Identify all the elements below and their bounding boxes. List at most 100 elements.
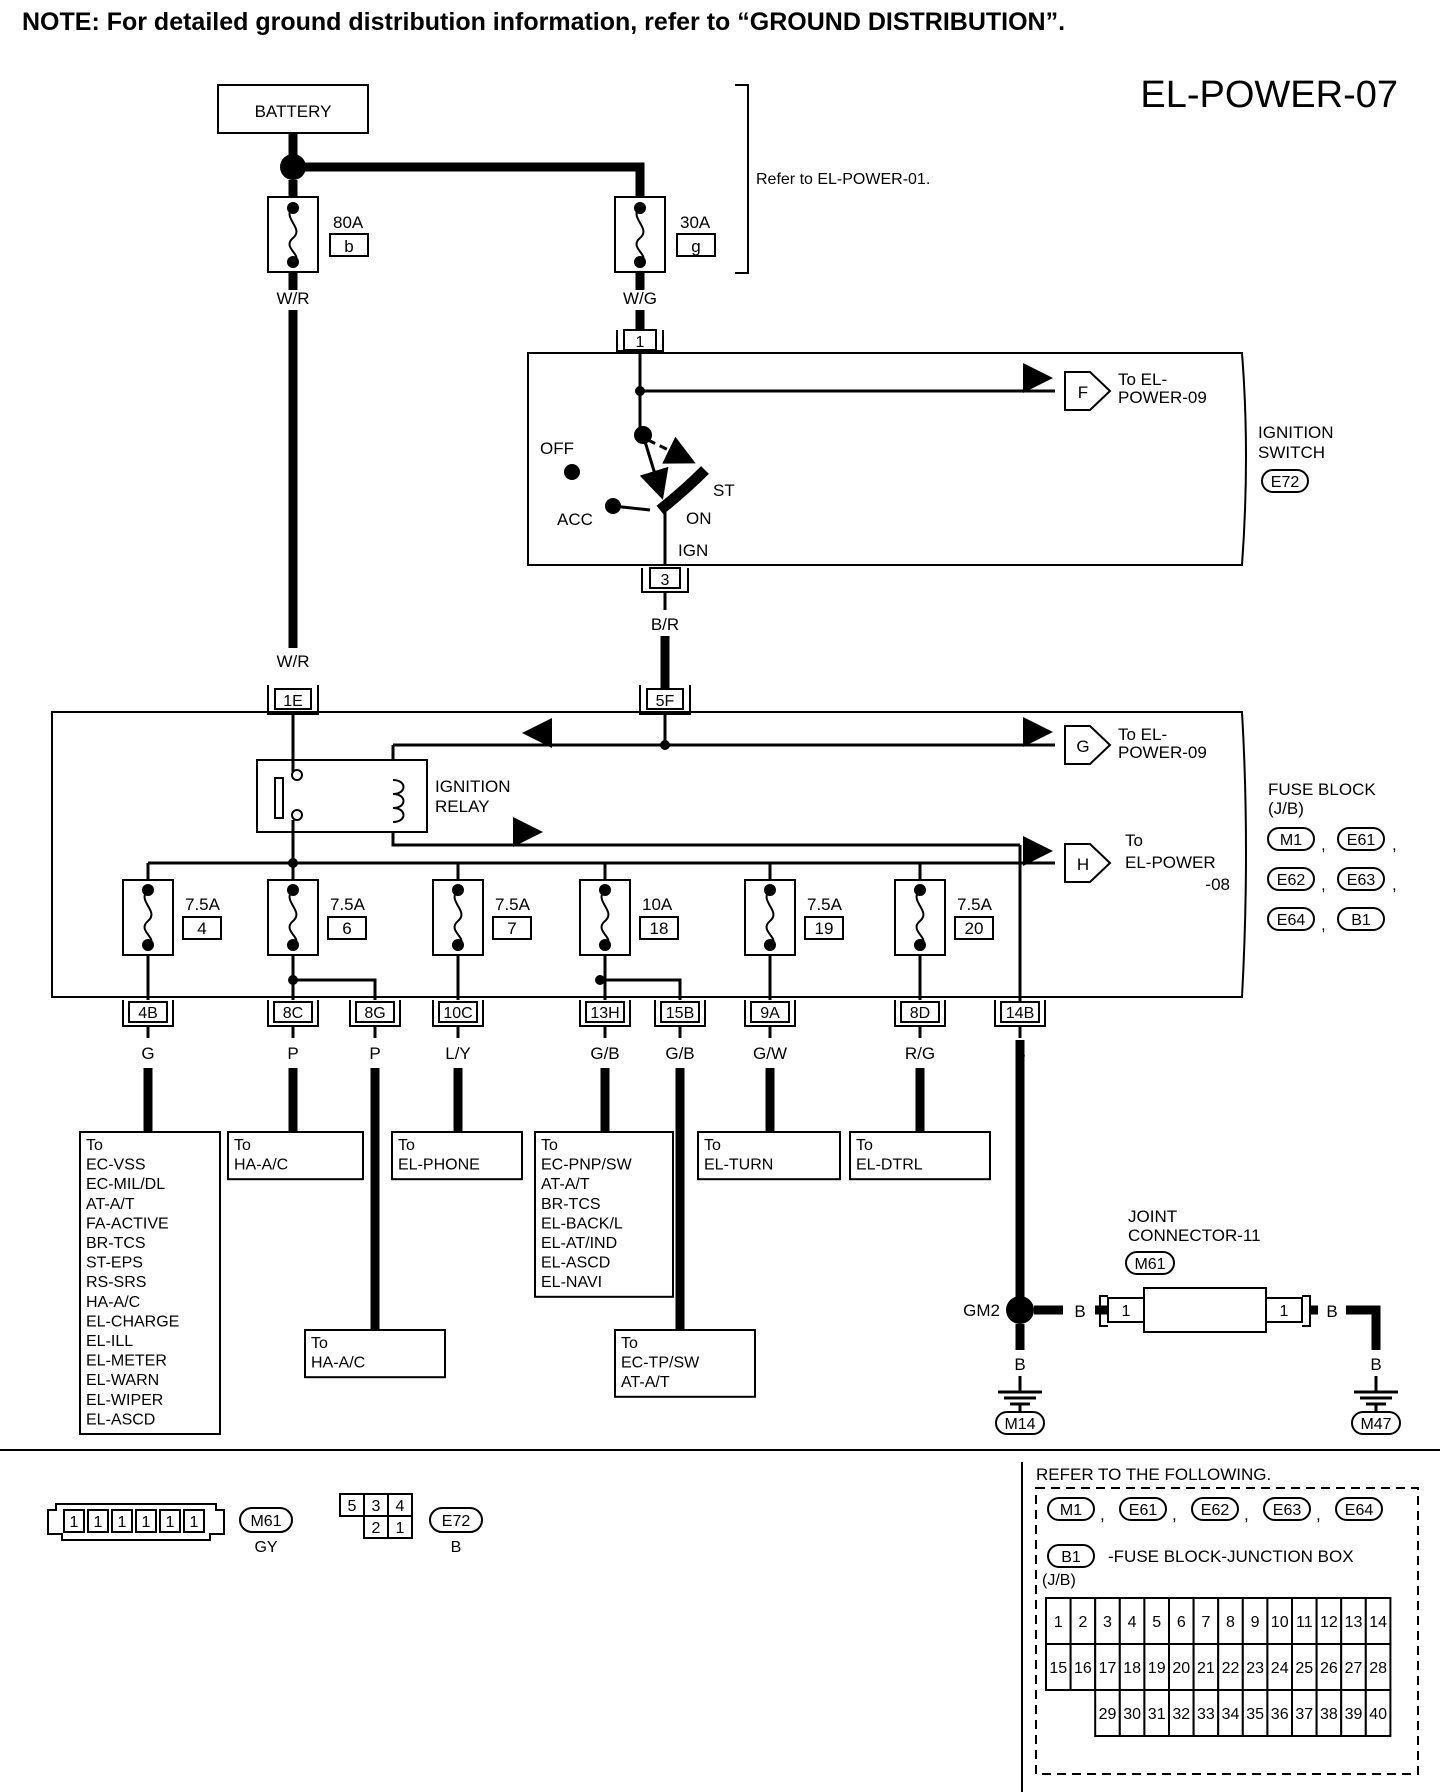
wire-label-9A: G/W [753, 1044, 787, 1063]
fb-conn-e62: E62 [1277, 872, 1306, 889]
jb-pin: 6 [1177, 1614, 1186, 1631]
jb-pin: 20 [1172, 1660, 1190, 1677]
e72-pin: 1 [396, 1520, 405, 1537]
jb-pin: 21 [1197, 1660, 1215, 1677]
jb-pin: 31 [1148, 1706, 1166, 1723]
ign-terminal-1 [623, 329, 657, 351]
jb-pin: 3 [1103, 1614, 1112, 1631]
fuse-4-amps: 7.5A [185, 895, 221, 914]
dest-box-8d [849, 1131, 991, 1181]
svg-text:POWER-09: POWER-09 [1118, 743, 1207, 762]
svg-text:,: , [1100, 1505, 1105, 1524]
fuse-7-amps: 7.5A [495, 895, 531, 914]
fuse-30a-amps: 30A [680, 213, 711, 232]
e72-pin: 2 [372, 1520, 381, 1537]
wire-label-w-g: W/G [623, 289, 657, 308]
jb-pin: 36 [1271, 1706, 1289, 1723]
fb-conn-m1: M1 [1280, 832, 1302, 849]
dest-15b-line: To [621, 1335, 638, 1352]
terminal-8C-label: 8C [283, 1005, 303, 1022]
dest-box-13h [534, 1131, 674, 1298]
svg-text:,: , [1321, 915, 1326, 934]
ground-m47 [1351, 1411, 1401, 1435]
svg-text:,: , [1392, 875, 1397, 894]
ground-wire-b-2: B [1326, 1302, 1337, 1321]
wire-label-10C: L/Y [445, 1044, 471, 1063]
joint-pin-right: 1 [1280, 1303, 1289, 1320]
fb-conn-e63: E63 [1347, 872, 1376, 889]
gm2-label: GM2 [963, 1301, 1000, 1320]
refer-conn-e61: E61 [1129, 1502, 1158, 1519]
fuse-80a-amps: 80A [333, 213, 364, 232]
fuse-block-label-2: (J/B) [1268, 799, 1304, 818]
wire-label-8C: P [287, 1044, 298, 1063]
dest-4b-line: EL-ILL [86, 1333, 133, 1350]
dest-9a-line: EL-TURN [704, 1157, 773, 1174]
svg-text:,: , [1321, 835, 1326, 854]
jb-pin: 23 [1246, 1660, 1264, 1677]
dest-box-9a [697, 1131, 841, 1181]
dest-13h-line: EL-BACK/L [541, 1215, 623, 1232]
svg-text:F: F [1078, 383, 1088, 402]
svg-text:G: G [1076, 737, 1089, 756]
jb-pin: 18 [1123, 1660, 1141, 1677]
switch-pos-acc: ACC [557, 510, 593, 529]
wire-label-15B: G/B [665, 1044, 694, 1063]
joint-pin-left: 1 [1122, 1303, 1131, 1320]
switch-st-contact [656, 466, 709, 515]
fuse-7-number: 7 [507, 919, 516, 938]
jb-pin: 24 [1271, 1660, 1289, 1677]
fuse-19-number: 19 [815, 919, 834, 938]
joint-connector-label-2: CONNECTOR-11 [1128, 1226, 1261, 1245]
m61-pin: 1 [166, 1514, 175, 1531]
connector-arrow-f [1064, 371, 1112, 411]
terminal-10C-label: 10C [443, 1005, 472, 1022]
dest-13h-line: To [541, 1137, 558, 1154]
dest-8g-line: To [311, 1335, 328, 1352]
ground-m14 [995, 1411, 1045, 1435]
e72-pin: 4 [396, 1498, 405, 1515]
wire-label-w-r-top: W/R [276, 289, 309, 308]
output-terminals: 4BG8CP8GP10CL/Y13HG/B15BG/B9AG/W8DR/G14B… [122, 1000, 1046, 1330]
joint-connector-label-1: JOINT [1128, 1207, 1177, 1226]
jb-pin: 9 [1251, 1614, 1260, 1631]
fuse-18-amps: 10A [642, 895, 673, 914]
m61-pin: 1 [190, 1514, 199, 1531]
refer-box-title: REFER TO THE FOLLOWING. [1036, 1465, 1271, 1484]
jb-pin: 12 [1320, 1614, 1338, 1631]
battery-label: BATTERY [255, 102, 332, 121]
dest-8c-line: To [234, 1137, 251, 1154]
dest-9a-line: To [704, 1137, 721, 1154]
wire-label-8G: P [369, 1044, 380, 1063]
dest-4b-line: EL-METER [86, 1353, 167, 1370]
relay-coil [392, 779, 405, 823]
terminal-13H [585, 1001, 625, 1023]
ground-distribution-note: NOTE: For detailed ground distribution i… [22, 8, 1065, 36]
jb-pin: 16 [1074, 1660, 1092, 1677]
terminal-9A-label: 9A [760, 1005, 780, 1022]
switch-ign-label: IGN [678, 541, 708, 560]
jb-pin: 37 [1295, 1706, 1313, 1723]
dest-4b-line: FA-ACTIVE [86, 1215, 169, 1232]
ground-wire-b-1: B [1074, 1302, 1085, 1321]
fuse-6-number: 6 [342, 919, 351, 938]
svg-text:POWER-09: POWER-09 [1118, 388, 1207, 407]
svg-text:M14: M14 [1004, 1416, 1035, 1433]
dest-4b-line: AT-A/T [86, 1196, 135, 1213]
dest-15b-line: EC-TP/SW [621, 1355, 700, 1372]
refer-box [1035, 1487, 1419, 1775]
dest-13h-line: EL-ASCD [541, 1255, 610, 1272]
svg-text:3: 3 [661, 572, 670, 589]
terminal-14B-label: 14B [1006, 1005, 1034, 1022]
jb-pin: 27 [1345, 1660, 1363, 1677]
connector-arrow-h [1064, 843, 1112, 883]
svg-text:1: 1 [636, 334, 645, 351]
dest-box-15b [614, 1329, 756, 1398]
jb-pin: 15 [1049, 1660, 1067, 1677]
relay-label-1: IGNITION [435, 777, 511, 796]
destination-boxes: ToEC-VSSEC-MIL/DLAT-A/TFA-ACTIVEBR-TCSST… [79, 1131, 991, 1435]
fuse-19-amps: 7.5A [807, 895, 843, 914]
terminal-14B [1000, 1001, 1040, 1023]
